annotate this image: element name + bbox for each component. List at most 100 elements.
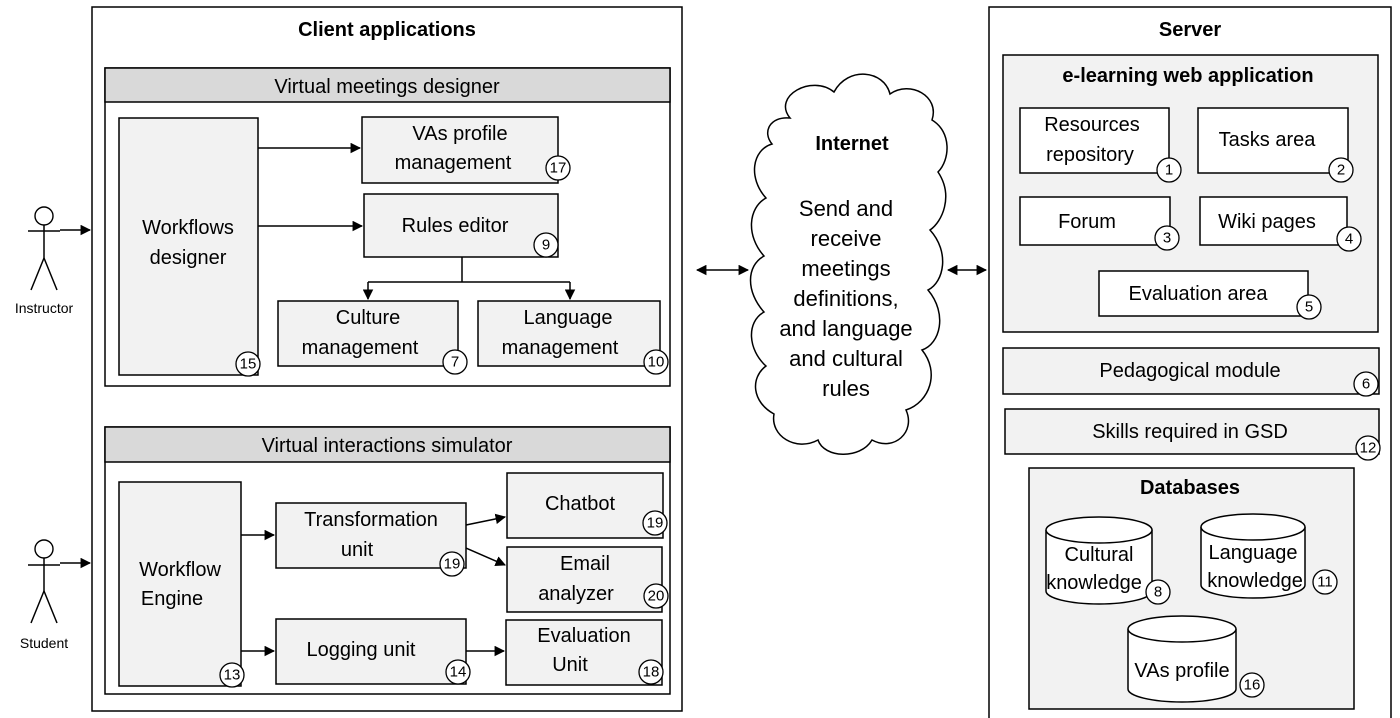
svg-text:14: 14 [450, 664, 467, 681]
evaluation-area-box: Evaluation area 5 [1098, 270, 1322, 320]
client-applications-title: Client applications [298, 19, 476, 41]
instructor-head [34, 206, 54, 226]
elearning-web-application: e-learning web application Resources rep… [1002, 54, 1379, 333]
badge-11: 11 [1312, 569, 1338, 595]
evaluation-unit-line2: Unit [552, 654, 588, 676]
svg-text:4: 4 [1345, 231, 1353, 248]
instructor-actor: Instructor [15, 206, 74, 316]
internet-line-6: and cultural [789, 346, 903, 371]
evaluation-unit-box: Evaluation Unit 18 [505, 619, 664, 686]
instructor-label: Instructor [15, 300, 74, 316]
pedagogical-label: Pedagogical module [1099, 360, 1280, 382]
internet-cloud: Internet Send and receive meetings defin… [749, 73, 948, 455]
email-line2: analyzer [538, 583, 614, 605]
logging-label: Logging unit [307, 639, 416, 661]
server-title: Server [1159, 19, 1221, 41]
svg-text:12: 12 [1360, 440, 1377, 457]
badge-16: 16 [1239, 672, 1265, 698]
vas-profile-db: VAs profile 16 [1127, 615, 1265, 703]
skills-gsd-box: Skills required in GSD 12 [1004, 408, 1381, 461]
student-head [34, 539, 54, 559]
svg-text:18: 18 [643, 664, 660, 681]
pedagogical-module-box: Pedagogical module 6 [1002, 347, 1380, 397]
badge-17: 17 [545, 155, 571, 181]
rules-editor-box: Rules editor 9 [363, 193, 559, 258]
cloud-shape [749, 73, 948, 455]
vas-profile-line2: management [395, 152, 512, 174]
svg-text:17: 17 [550, 160, 567, 177]
logging-unit-box: Logging unit 14 [275, 618, 471, 685]
svg-text:16: 16 [1244, 677, 1261, 694]
badge-18: 18 [638, 659, 664, 685]
workflows-designer-line1: Workflows [142, 217, 234, 239]
badge-7: 7 [442, 349, 468, 375]
badge-5: 5 [1296, 294, 1322, 320]
tasks-area-label: Tasks area [1219, 129, 1317, 151]
virtual-meetings-designer: Virtual meetings designer Workflows desi… [104, 67, 671, 387]
svg-text:2: 2 [1337, 162, 1345, 179]
designer-header-label: Virtual meetings designer [274, 76, 500, 98]
svg-text:13: 13 [224, 667, 241, 684]
wiki-pages-box: Wiki pages 4 [1199, 196, 1362, 252]
internet-line-4: definitions, [793, 286, 898, 311]
databases-title: Databases [1140, 477, 1240, 499]
culture-management-box: Culture management 7 [277, 300, 468, 375]
transformation-line2: unit [341, 539, 374, 561]
transformation-unit-box: Transformation unit 19 [275, 502, 467, 577]
language-line2: management [502, 337, 619, 359]
evaluation-area-label: Evaluation area [1129, 283, 1269, 305]
internet-line-5: and language [779, 316, 912, 341]
svg-text:15: 15 [240, 356, 257, 373]
language-knowledge-db: Language knowledge 11 [1200, 513, 1338, 599]
svg-text:11: 11 [1317, 574, 1333, 591]
transformation-line1: Transformation [304, 509, 438, 531]
workflow-engine-box: Workflow Engine 13 [118, 481, 245, 688]
forum-box: Forum 3 [1019, 196, 1180, 251]
badge-3: 3 [1154, 225, 1180, 251]
workflow-engine-line2: Engine [141, 588, 203, 610]
chatbot-label: Chatbot [545, 493, 615, 515]
virtual-interactions-simulator: Virtual interactions simulator Workflow … [104, 426, 671, 695]
simulator-header-label: Virtual interactions simulator [262, 435, 513, 457]
elearning-title: e-learning web application [1062, 65, 1313, 87]
badge-6: 6 [1353, 371, 1379, 397]
student-label: Student [20, 635, 68, 651]
email-line1: Email [560, 553, 610, 575]
language-db-line1: Language [1209, 542, 1298, 564]
badge-12: 12 [1355, 435, 1381, 461]
arrow-to-chatbot [465, 513, 507, 526]
svg-text:7: 7 [451, 354, 459, 371]
badge-20: 20 [643, 583, 669, 609]
designer-header [104, 67, 671, 103]
svg-text:19: 19 [444, 556, 461, 573]
vas-profile-line1: VAs profile [412, 123, 507, 145]
svg-text:8: 8 [1154, 584, 1162, 601]
vas-profile-db-label: VAs profile [1134, 660, 1229, 682]
badge-1: 1 [1156, 157, 1182, 183]
forum-label: Forum [1058, 211, 1116, 233]
rules-editor-label: Rules editor [402, 215, 509, 237]
internet-line-1: Send and [799, 196, 893, 221]
svg-text:10: 10 [648, 354, 665, 371]
badge-8: 8 [1145, 579, 1171, 605]
internet-line-2: receive [811, 226, 882, 251]
culture-line1: Culture [336, 307, 400, 329]
language-management-box: Language management 10 [477, 300, 669, 375]
svg-text:3: 3 [1163, 230, 1171, 247]
tasks-area-box: Tasks area 2 [1197, 107, 1354, 183]
resources-line2: repository [1046, 144, 1134, 166]
badge-15: 15 [235, 351, 261, 377]
evaluation-unit-line1: Evaluation [537, 625, 630, 647]
resources-repository-box: Resources repository 1 [1019, 107, 1182, 183]
skills-label: Skills required in GSD [1092, 421, 1288, 443]
wiki-pages-label: Wiki pages [1218, 211, 1316, 233]
svg-text:9: 9 [542, 237, 550, 254]
language-line1: Language [524, 307, 613, 329]
simulator-header [104, 426, 671, 463]
workflows-designer-line2: designer [150, 247, 227, 269]
badge-9: 9 [533, 232, 559, 258]
badge-13: 13 [219, 662, 245, 688]
svg-text:19: 19 [647, 515, 664, 532]
vas-profile-management-box: VAs profile management 17 [361, 116, 571, 184]
